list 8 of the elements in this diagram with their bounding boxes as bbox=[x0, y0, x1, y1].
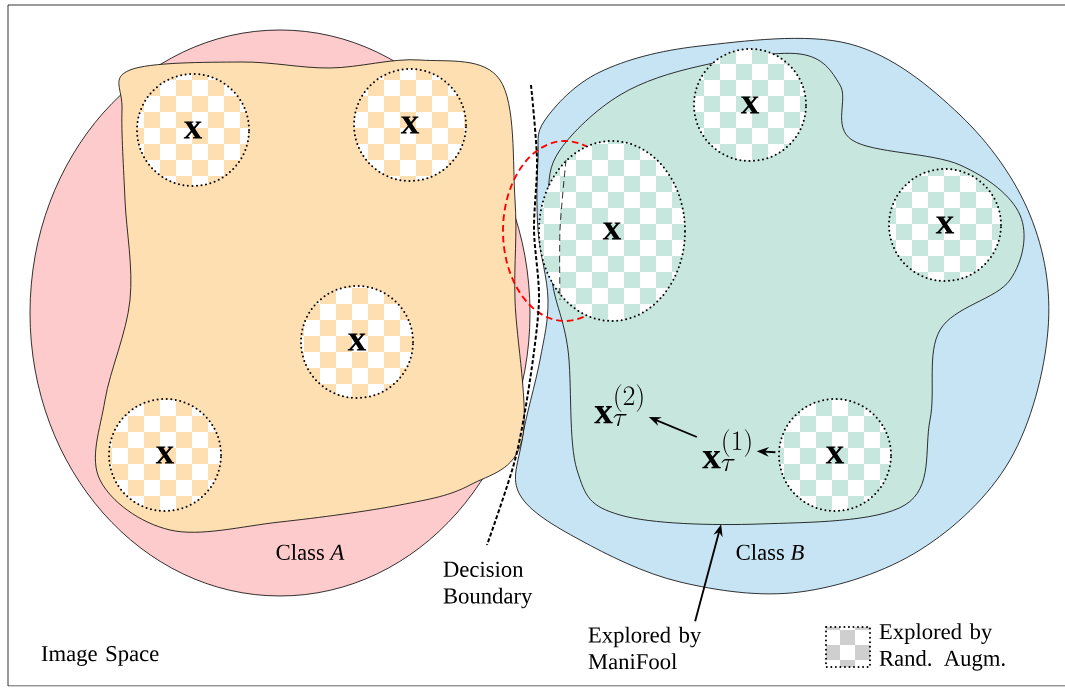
label: Decision Boundary bbox=[443, 561, 533, 609]
formula: $\mathbf{x}_{\tau}^{(2)}$ bbox=[594, 384, 643, 427]
class-label: Class B bbox=[736, 544, 804, 560]
legend-text: Explored by Rand. Augm. bbox=[879, 623, 1005, 671]
label: Image Space bbox=[41, 646, 159, 666]
formula: $\mathbf{x}_{\tau}^{(1)}$ bbox=[702, 429, 751, 472]
class-label: Class A bbox=[276, 544, 345, 560]
annotation-text: Explored by ManiFool bbox=[588, 626, 702, 670]
